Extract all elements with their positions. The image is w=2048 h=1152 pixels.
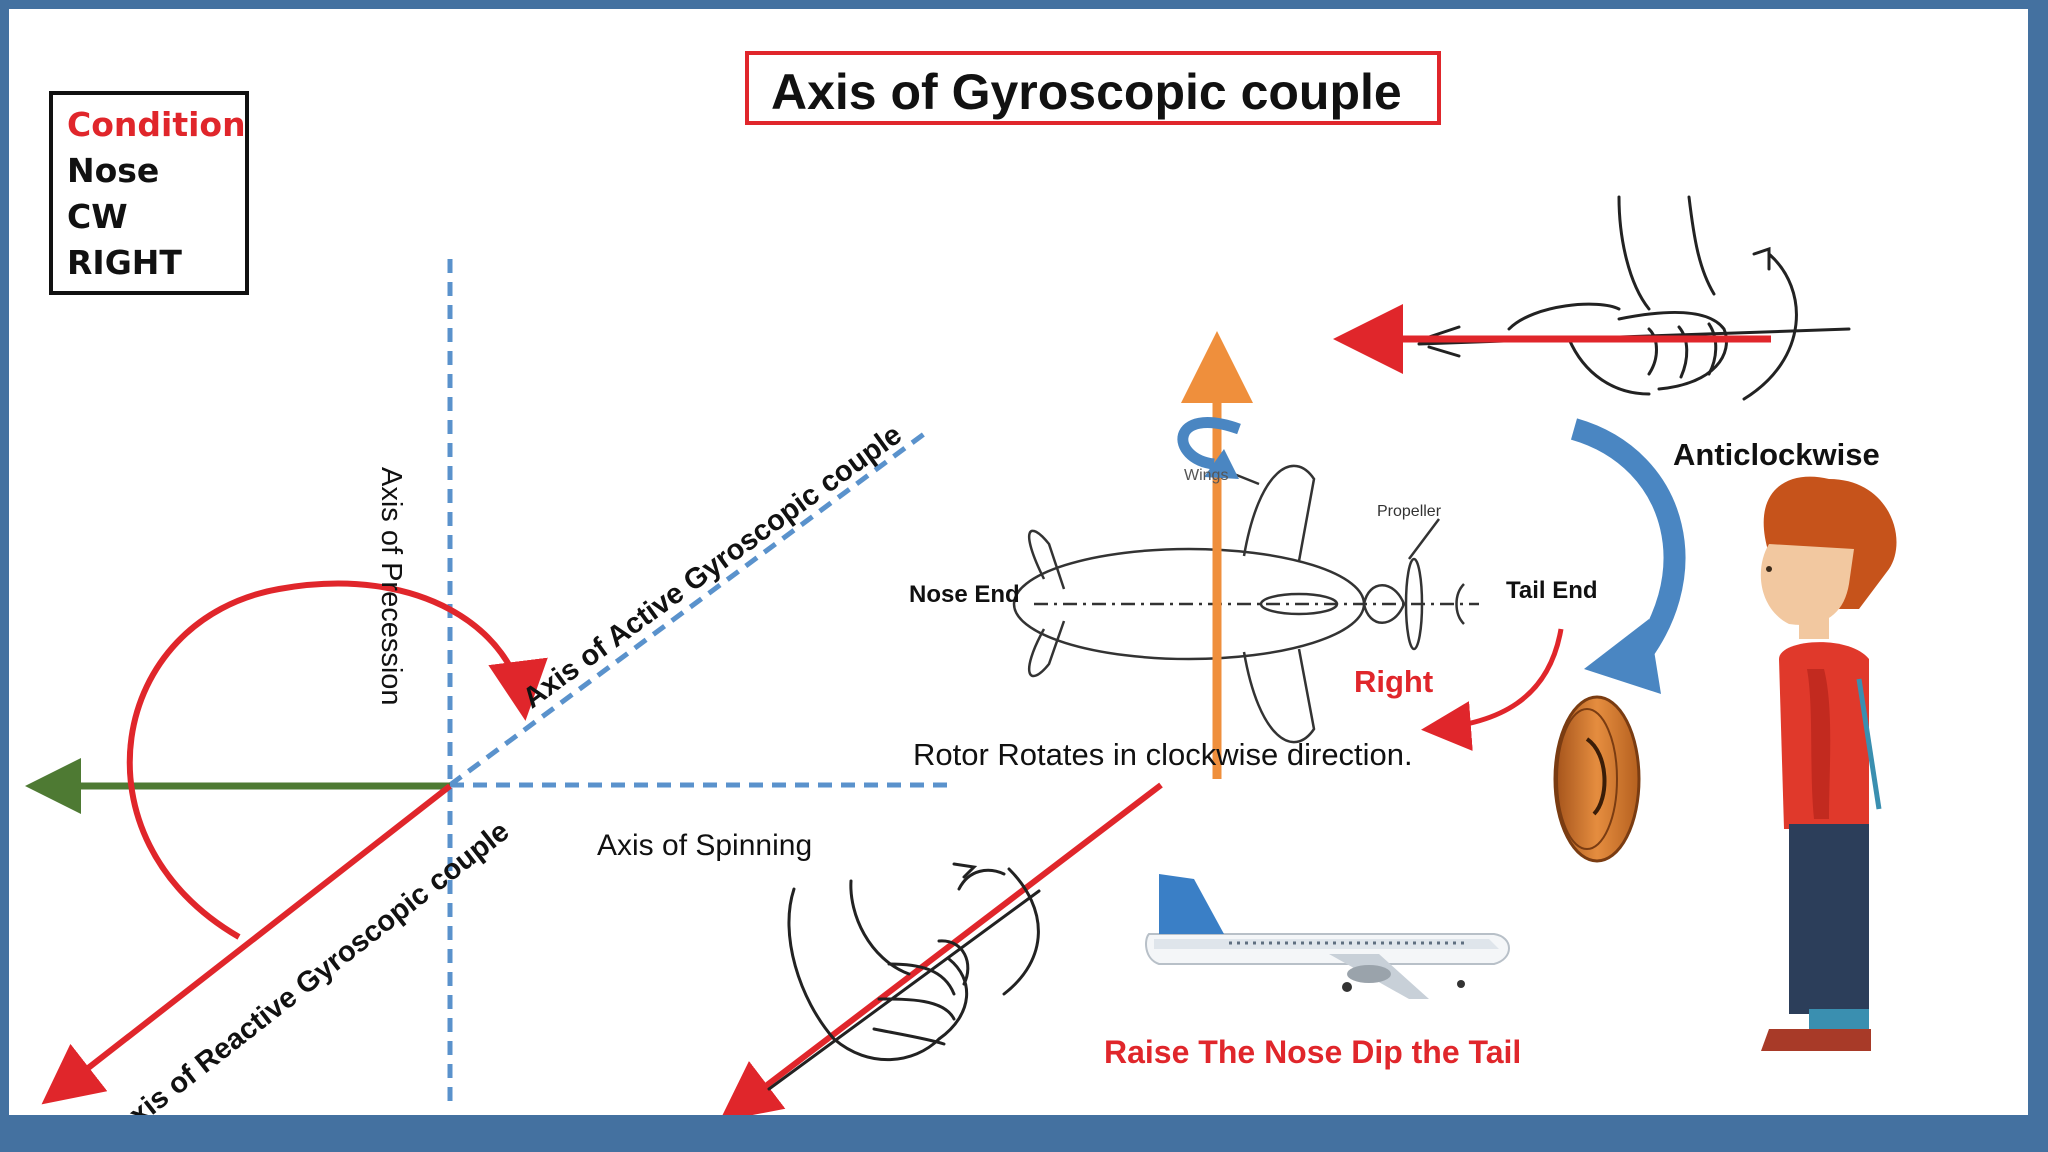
axis-spinning-label: Axis of Spinning xyxy=(597,829,813,862)
condition-right: RIGHT xyxy=(67,243,182,282)
lower-red-arrow xyxy=(719,782,1163,1115)
anticlockwise-blue-arrow xyxy=(1570,418,1686,677)
slide: Axis of Gyroscopic couple Condition Nose… xyxy=(9,9,2028,1115)
person-illustration xyxy=(1760,476,1897,1051)
curl-blue-icon xyxy=(1177,417,1241,470)
condition-cw: CW xyxy=(67,197,128,236)
anticlockwise-label: Anticlockwise xyxy=(1673,437,1880,472)
page-title: Axis of Gyroscopic couple xyxy=(771,64,1402,120)
precession-rotation-arrow xyxy=(126,580,548,940)
right-red-arrow xyxy=(1421,628,1564,751)
title-box: Axis of Gyroscopic couple xyxy=(745,51,1441,125)
lower-hand-sketch xyxy=(767,862,1041,1091)
rotor-rotates-label: Rotor Rotates in clockwise direction. xyxy=(913,737,1413,772)
raise-nose-label: Raise The Nose Dip the Tail xyxy=(1104,1034,1522,1070)
gyroscope-diagram xyxy=(25,195,1897,1115)
wings-label: Wings xyxy=(1184,467,1229,484)
upper-hand-sketch xyxy=(1417,195,1851,401)
propeller-label: Propeller xyxy=(1377,503,1442,520)
reactive-axis-arrow xyxy=(41,783,452,1105)
condition-nose: Nose xyxy=(67,151,160,190)
rotor-disc xyxy=(1553,695,1641,863)
condition-heading: Condition xyxy=(67,105,246,144)
right-label: Right xyxy=(1354,664,1434,699)
airplane-sketch xyxy=(1012,464,1479,744)
nose-end-label: Nose End xyxy=(909,581,1020,608)
airliner-image xyxy=(1145,874,1510,999)
axis-precession-label: Axis of Precession xyxy=(375,467,407,706)
condition-box: Condition Nose CW RIGHT xyxy=(49,91,249,295)
axis-active-line xyxy=(448,431,926,788)
anticlockwise-arrow-head xyxy=(1584,619,1661,694)
tail-end-label: Tail End xyxy=(1506,577,1598,604)
bottom-band xyxy=(0,1117,2048,1152)
